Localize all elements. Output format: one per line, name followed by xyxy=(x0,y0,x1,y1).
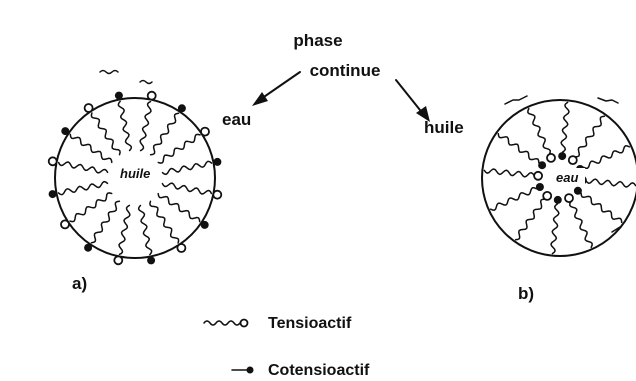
cosurfactant-head-icon xyxy=(247,367,254,374)
surfactant-tail xyxy=(58,182,107,195)
cosurfactant-head xyxy=(61,127,69,135)
surfactant-head xyxy=(565,194,573,202)
surfactant-tail xyxy=(162,183,211,194)
caption-a: a) xyxy=(72,274,87,293)
cosurfactant-head xyxy=(574,187,582,195)
surfactant-head xyxy=(543,192,551,200)
surfactant-tail xyxy=(575,116,604,157)
surfactant-head xyxy=(148,92,156,100)
surfactant-tail xyxy=(140,102,151,151)
surfactant-tail xyxy=(119,205,130,254)
surfactant-head xyxy=(49,157,57,165)
phase-label: phase xyxy=(293,31,342,50)
surfactant-head xyxy=(213,191,221,199)
surfactant-head xyxy=(547,154,555,162)
cosurfactant-head xyxy=(536,183,544,191)
surfactant-tail xyxy=(484,169,534,177)
surfactant-legend-label: Tensioactif xyxy=(268,315,352,332)
surfactant-tail xyxy=(70,193,112,222)
cosurfactant-head xyxy=(554,196,562,204)
arrow-to-eau xyxy=(252,72,300,106)
cosurfactant-head xyxy=(201,221,209,229)
caption-b: b) xyxy=(518,284,534,303)
surfactant-tail xyxy=(516,199,545,240)
cosurfactant-head xyxy=(115,92,123,100)
droplet-b-core-label: eau xyxy=(556,170,578,185)
surfactant-tail xyxy=(91,113,120,155)
surfactant-head xyxy=(85,104,93,112)
cosurfactant-head xyxy=(538,161,546,169)
cosurfactant-head xyxy=(147,256,155,264)
surfactant-head xyxy=(201,128,209,136)
surfactant-tail xyxy=(150,201,179,243)
surfactant-symbol xyxy=(204,321,240,325)
surfactant-tail xyxy=(118,101,131,150)
surfactant-tail xyxy=(581,193,622,222)
droplet-a-core-label: huile xyxy=(120,166,150,181)
surfactant-head-icon xyxy=(241,320,248,327)
continue-label: continue xyxy=(310,61,381,80)
cosurfactant-head xyxy=(558,152,566,160)
surfactant-tail xyxy=(584,146,630,168)
surfactant-tail xyxy=(551,204,559,254)
surfactant-head xyxy=(534,172,542,180)
surfactant-tail xyxy=(59,162,108,173)
surfactant-head xyxy=(569,156,577,164)
cosurfactant-legend-label: Cotensioactif xyxy=(268,362,370,379)
cosurfactant-head xyxy=(178,104,186,112)
surfactant-tail xyxy=(528,109,550,155)
legend-cosurfactant: Cotensioactif xyxy=(232,362,370,379)
surfactant-tail xyxy=(139,206,152,255)
surfactant-tail xyxy=(491,188,537,210)
arrow-to-huile xyxy=(396,80,430,122)
huile-label: huile xyxy=(424,118,464,137)
eau-label: eau xyxy=(222,110,251,129)
cosurfactant-head xyxy=(49,190,57,198)
surfactant-tail xyxy=(561,102,569,152)
surfactant-tail xyxy=(586,179,636,187)
surfactant-tail xyxy=(158,134,200,163)
surfactant-head xyxy=(61,220,69,228)
surfactant-head xyxy=(114,256,122,264)
surfactant-tail xyxy=(570,202,592,248)
cosurfactant-head xyxy=(213,158,221,166)
surfactant-tail xyxy=(163,161,212,174)
surfactant-tail xyxy=(498,134,539,163)
surfactant-head xyxy=(177,244,185,252)
legend-surfactant: Tensioactif xyxy=(204,315,352,332)
cosurfactant-head xyxy=(84,244,92,252)
